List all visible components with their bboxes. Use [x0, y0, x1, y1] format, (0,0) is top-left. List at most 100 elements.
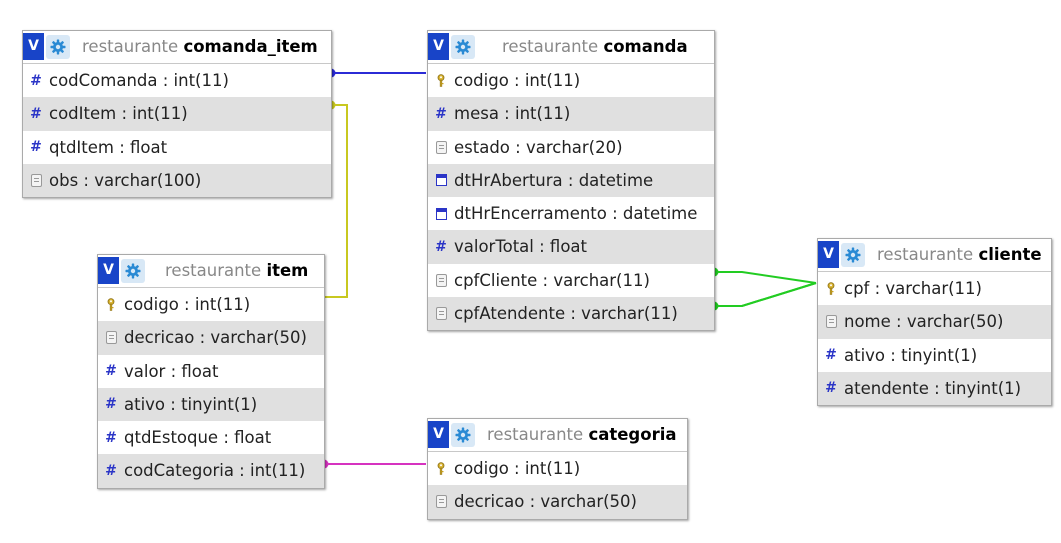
column-label: ativo : tinyint(1) — [124, 394, 258, 414]
gear-icon[interactable] — [451, 423, 475, 447]
column-label: qtdEstoque : float — [124, 428, 272, 448]
column-row[interactable]: # atendente : tinyint(1) — [818, 371, 1051, 406]
column-row[interactable]: #ativo : tinyint(1) — [818, 339, 1051, 372]
column-label: codItem : int(11) — [49, 104, 188, 124]
column-row[interactable]: # codItem : int(11) — [23, 97, 331, 131]
hash-icon: # — [435, 238, 447, 255]
calendar-icon — [432, 197, 450, 230]
column-label: codigo : int(11) — [454, 71, 581, 90]
hash-icon: # — [105, 429, 117, 446]
column-row[interactable]: decricao : varchar(50) — [428, 485, 687, 519]
table-header[interactable]: V restaurante comanda_item — [23, 31, 331, 64]
text-field-icon — [432, 264, 450, 297]
relation-line[interactable] — [326, 68, 427, 78]
column-label: cpfAtendente : varchar(11) — [454, 304, 678, 324]
table-title[interactable]: restaurante comanda_item — [82, 31, 318, 63]
table-db-name: restaurante — [165, 261, 262, 280]
table-db-name: restaurante — [502, 37, 599, 56]
table-title[interactable]: restaurante cliente — [877, 239, 1042, 271]
column-row[interactable]: # valorTotal : float — [428, 230, 714, 264]
column-row[interactable]: # mesa : int(11) — [428, 97, 714, 131]
column-row[interactable]: cpf : varchar(11) — [818, 272, 1051, 305]
column-row[interactable]: # qtdEstoque : float — [98, 421, 324, 454]
column-row[interactable]: #qtdItem : float — [23, 131, 331, 164]
column-label: codigo : int(11) — [124, 295, 251, 314]
column-label: decricao : varchar(50) — [454, 492, 637, 512]
column-row[interactable]: codigo : int(11) — [428, 64, 714, 97]
column-label: nome : varchar(50) — [844, 312, 1004, 332]
gear-icon[interactable] — [841, 243, 865, 267]
primary-key-icon — [102, 288, 120, 321]
table-comanda[interactable]: V restaurante comanda codigo : int(11) # m… — [427, 30, 715, 332]
primary-key-icon — [432, 452, 450, 485]
primary-key-icon — [822, 272, 840, 305]
hash-icon: # — [105, 396, 117, 413]
column-row[interactable]: nome : varchar(50) — [818, 305, 1051, 339]
column-label: atendente : tinyint(1) — [844, 378, 1022, 398]
text-field-icon — [432, 485, 450, 518]
column-row[interactable]: cpfCliente : varchar(11) — [428, 264, 714, 297]
table-name: cliente — [978, 245, 1042, 264]
column-row[interactable]: dtHrEncerramento : datetime — [428, 197, 714, 230]
table-db-name: restaurante — [487, 425, 584, 444]
column-label: dtHrEncerramento : datetime — [454, 204, 698, 224]
gear-icon[interactable] — [451, 35, 475, 59]
column-row[interactable]: cpfAtendente : varchar(11) — [428, 297, 714, 331]
gear-icon[interactable] — [121, 259, 145, 283]
column-label: obs : varchar(100) — [49, 170, 202, 190]
hash-icon: # — [825, 380, 837, 397]
column-row[interactable]: # ativo : tinyint(1) — [98, 387, 324, 422]
column-label: valorTotal : float — [454, 237, 587, 257]
table-comanda_item[interactable]: V restaurante comanda_item #codComanda :… — [22, 30, 332, 199]
column-row[interactable]: #codComanda : int(11) — [23, 64, 331, 97]
table-item[interactable]: V restaurante item codigo : int(11) decri… — [97, 254, 325, 489]
toggle-button[interactable]: V — [428, 421, 449, 448]
column-row[interactable]: obs : varchar(100) — [23, 163, 331, 198]
table-name: categoria — [588, 425, 677, 444]
column-label: codComanda : int(11) — [49, 71, 229, 90]
column-row[interactable]: estado : varchar(20) — [428, 131, 714, 164]
relation-line[interactable] — [319, 459, 427, 469]
column-label: qtdItem : float — [49, 137, 168, 157]
relation-line[interactable] — [714, 282, 817, 307]
table-title[interactable]: restaurante item — [165, 255, 308, 287]
column-row[interactable]: # valor : float — [98, 355, 324, 388]
column-label: valor : float — [124, 361, 219, 381]
table-title[interactable]: restaurante comanda — [502, 31, 688, 63]
column-row[interactable]: dtHrAbertura : datetime — [428, 163, 714, 198]
toggle-button[interactable]: V — [818, 241, 839, 268]
toggle-button[interactable]: V — [23, 33, 44, 60]
column-row[interactable]: codigo : int(11) — [98, 288, 324, 321]
column-label: estado : varchar(20) — [454, 137, 623, 157]
table-name: item — [266, 261, 309, 280]
hash-icon: # — [105, 363, 117, 380]
table-header[interactable]: V restaurante categoria — [428, 419, 687, 452]
column-label: ativo : tinyint(1) — [844, 345, 978, 365]
table-name: comanda — [603, 37, 688, 56]
column-label: codCategoria : int(11) — [124, 461, 306, 481]
column-label: codigo : int(11) — [454, 459, 581, 478]
table-cliente[interactable]: V restaurante cliente cpf : varchar(11) n… — [817, 238, 1052, 407]
text-field-icon — [102, 321, 120, 354]
primary-key-icon — [432, 64, 450, 97]
gear-icon[interactable] — [46, 35, 70, 59]
column-row[interactable]: codigo : int(11) — [428, 452, 687, 485]
column-label: cpf : varchar(11) — [844, 279, 982, 298]
column-row[interactable]: # codCategoria : int(11) — [98, 454, 324, 488]
table-title[interactable]: restaurante categoria — [487, 419, 677, 451]
hash-icon: # — [105, 462, 117, 479]
calendar-icon — [432, 164, 450, 197]
toggle-button[interactable]: V — [428, 33, 449, 60]
toggle-button[interactable]: V — [98, 257, 119, 284]
table-db-name: restaurante — [82, 37, 179, 56]
table-categoria[interactable]: V restaurante categoria codigo : int(11)… — [427, 418, 688, 520]
table-header[interactable]: V restaurante item — [98, 255, 324, 288]
table-header[interactable]: V restaurante comanda — [428, 31, 714, 64]
hash-icon: # — [435, 105, 447, 122]
hash-icon: # — [30, 105, 42, 122]
table-name: comanda_item — [183, 37, 318, 56]
column-label: mesa : int(11) — [454, 104, 571, 124]
column-label: decricao : varchar(50) — [124, 328, 307, 348]
column-row[interactable]: decricao : varchar(50) — [98, 321, 324, 355]
table-header[interactable]: V restaurante cliente — [818, 239, 1051, 272]
